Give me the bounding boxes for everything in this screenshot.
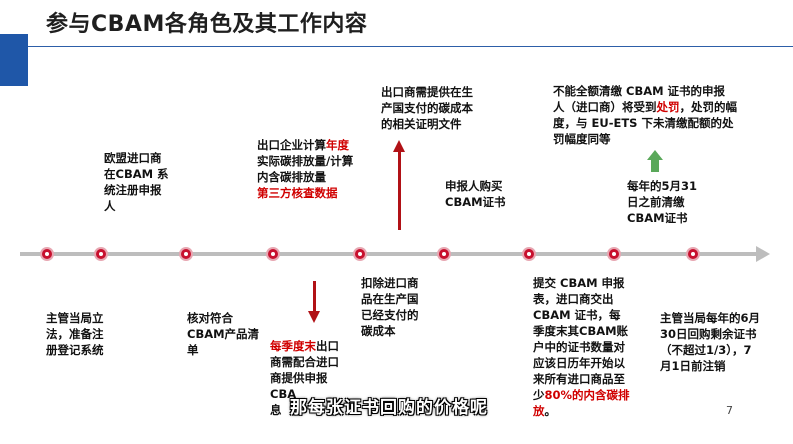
down-arrow-stem [313, 281, 316, 311]
submit-80-percent: 80%的内含碳排 放 [533, 388, 630, 418]
timeline-axis [20, 252, 760, 256]
timeline-node-7 [522, 247, 536, 261]
up-arrow-icon [393, 140, 405, 152]
penalty-text: 不能全额清缴 CBAM 证书的申报 人（进口商）将受到处罚，处罚的幅 度，与 E… [553, 83, 737, 147]
timeline-node-5 [353, 247, 367, 261]
exporter-calc-year: 年度 [326, 138, 349, 152]
surrender-deadline-text: 每年的5月31 日之前清缴 CBAM证书 [627, 179, 698, 225]
exporter-calc-body: 实际碳排放量/计算 内含碳排放量 [257, 154, 354, 184]
timeline-arrowhead-icon [756, 246, 770, 262]
title-accent-bar [0, 34, 28, 86]
quarter-text-a: 出口 [316, 339, 339, 353]
timeline-node-4 [266, 247, 280, 261]
down-arrow-icon [308, 311, 320, 323]
penalty-prefix: 不能全额清缴 CBAM 证书的申报 人（进口商）将受到 [553, 84, 726, 114]
timeline-node-3 [179, 247, 193, 261]
authority-legislation-text: 主管当局立 法，准备注 册登记系统 [46, 311, 104, 357]
green-arrow-stem [651, 160, 659, 172]
penalty-suffix: ，处罚的幅 度，与 EU-ETS 下未清缴配额的处 罚幅度同等 [553, 100, 737, 146]
page-number: 7 [726, 404, 733, 417]
exporter-emission-calc-text: 出口企业计算年度 实际碳排放量/计算 内含碳排放量 第三方核查数据 [257, 137, 353, 201]
verify-product-list-text: 核对符合 CBAM产品清 单 [187, 311, 260, 357]
proof-documents-text: 出口商需提供在生 产国支付的碳成本 的相关证明文件 [381, 85, 473, 131]
timeline-node-1 [40, 247, 54, 261]
third-party-verify-text: 第三方核查数据 [257, 186, 338, 200]
timeline-node-2 [94, 247, 108, 261]
video-subtitle-caption: 那每张证书回购的价格呢 [290, 398, 488, 418]
buyback-certificates-text: 主管当局每年的6月 30日回购剩余证书 （不超过1/3），7 月1日前注销 [660, 311, 761, 373]
timeline-node-8 [607, 247, 621, 261]
submit-declaration-text: 提交 CBAM 申报 表，进口商交出 CBAM 证书，每 季度末其CBAM账 户… [533, 275, 630, 419]
quarter-text-b: 商需配合进口 商提供申报 CBA 息 [270, 355, 339, 417]
deduct-carbon-cost-text: 扣除进口商 品在生产国 已经支付的 碳成本 [361, 276, 419, 338]
exporter-calc-prefix: 出口企业计算 [257, 138, 326, 152]
page-title: 参与CBAM各角色及其工作内容 [46, 12, 368, 37]
up-arrow-stem [398, 152, 401, 230]
quarterly-exporter-text: 每季度末出口 商需配合进口 商提供申报 CBA 息 [270, 338, 339, 418]
submit-text-a: 提交 CBAM 申报 表，进口商交出 CBAM 证书，每 季度末其CBAM账 户… [533, 276, 629, 402]
timeline-node-9 [686, 247, 700, 261]
submit-text-end: 。 [544, 404, 557, 418]
timeline-node-6 [437, 247, 451, 261]
eu-importer-register-text: 欧盟进口商 在CBAM 系 统注册申报 人 [104, 151, 169, 213]
penalty-highlight: 处罚 [656, 100, 680, 114]
buy-certificate-text: 申报人购买 CBAM证书 [445, 179, 506, 209]
title-divider [28, 46, 793, 47]
green-up-arrow-icon [647, 150, 663, 160]
quarter-end-highlight: 每季度末 [270, 339, 316, 353]
